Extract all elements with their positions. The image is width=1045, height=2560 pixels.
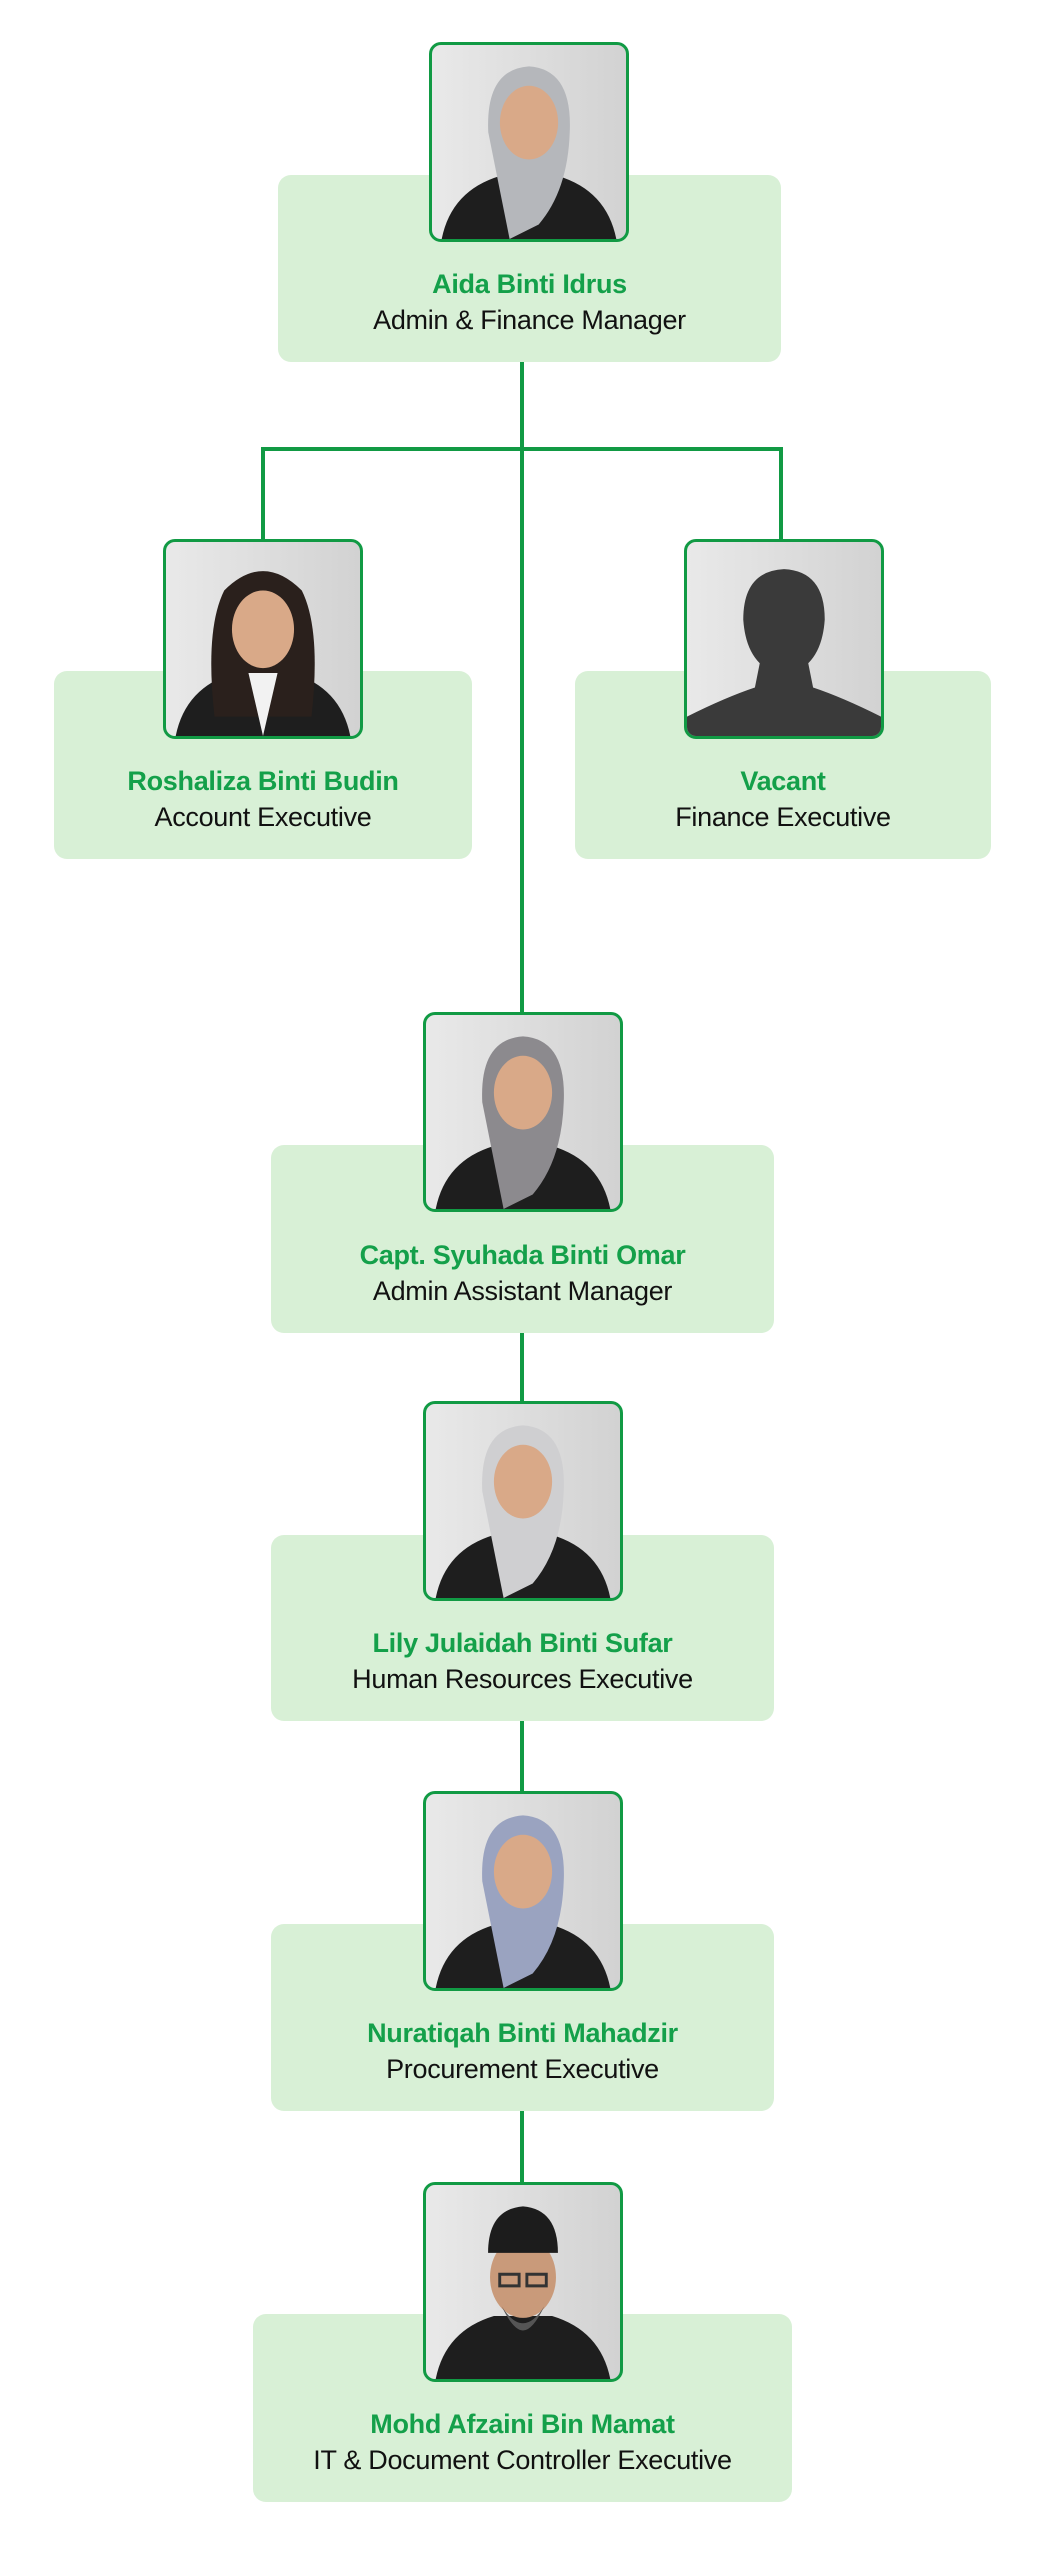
- silhouette-placeholder-icon: [684, 539, 884, 739]
- portrait-photo: [423, 1012, 623, 1212]
- member-title: Account Executive: [154, 802, 372, 832]
- member-title: Procurement Executive: [386, 2054, 659, 2084]
- member-title: IT & Document Controller Executive: [313, 2445, 732, 2475]
- member-title: Finance Executive: [675, 802, 891, 832]
- member-title: Human Resources Executive: [352, 1664, 693, 1694]
- connector-left-drop: [261, 447, 265, 541]
- portrait-photo: [429, 42, 629, 242]
- member-name: Capt. Syuhada Binti Omar: [359, 1240, 686, 1270]
- connector-lily-nur: [520, 1721, 524, 1793]
- member-name: Nuratiqah Binti Mahadzir: [367, 2018, 678, 2048]
- connector-horizontal: [261, 447, 783, 451]
- member-name: Aida Binti Idrus: [432, 269, 627, 299]
- member-name: Mohd Afzaini Bin Mamat: [370, 2409, 675, 2439]
- connector-right-drop: [779, 447, 783, 541]
- member-name: Vacant: [740, 766, 826, 796]
- member-title: Admin & Finance Manager: [373, 305, 686, 335]
- connector-nur-mohd: [520, 2111, 524, 2184]
- portrait-photo: [163, 539, 363, 739]
- member-name: Roshaliza Binti Budin: [127, 766, 399, 796]
- portrait-photo: [423, 2182, 623, 2382]
- member-title: Admin Assistant Manager: [372, 1276, 673, 1306]
- connector-main-vertical: [520, 362, 524, 1014]
- member-card-it-document-controller: Mohd Afzaini Bin Mamat IT & Document Cont…: [253, 2314, 792, 2502]
- member-name: Lily Julaidah Binti Sufar: [372, 1628, 673, 1658]
- connector-capt-lily: [520, 1333, 524, 1403]
- portrait-photo: [423, 1401, 623, 1601]
- portrait-photo: [423, 1791, 623, 1991]
